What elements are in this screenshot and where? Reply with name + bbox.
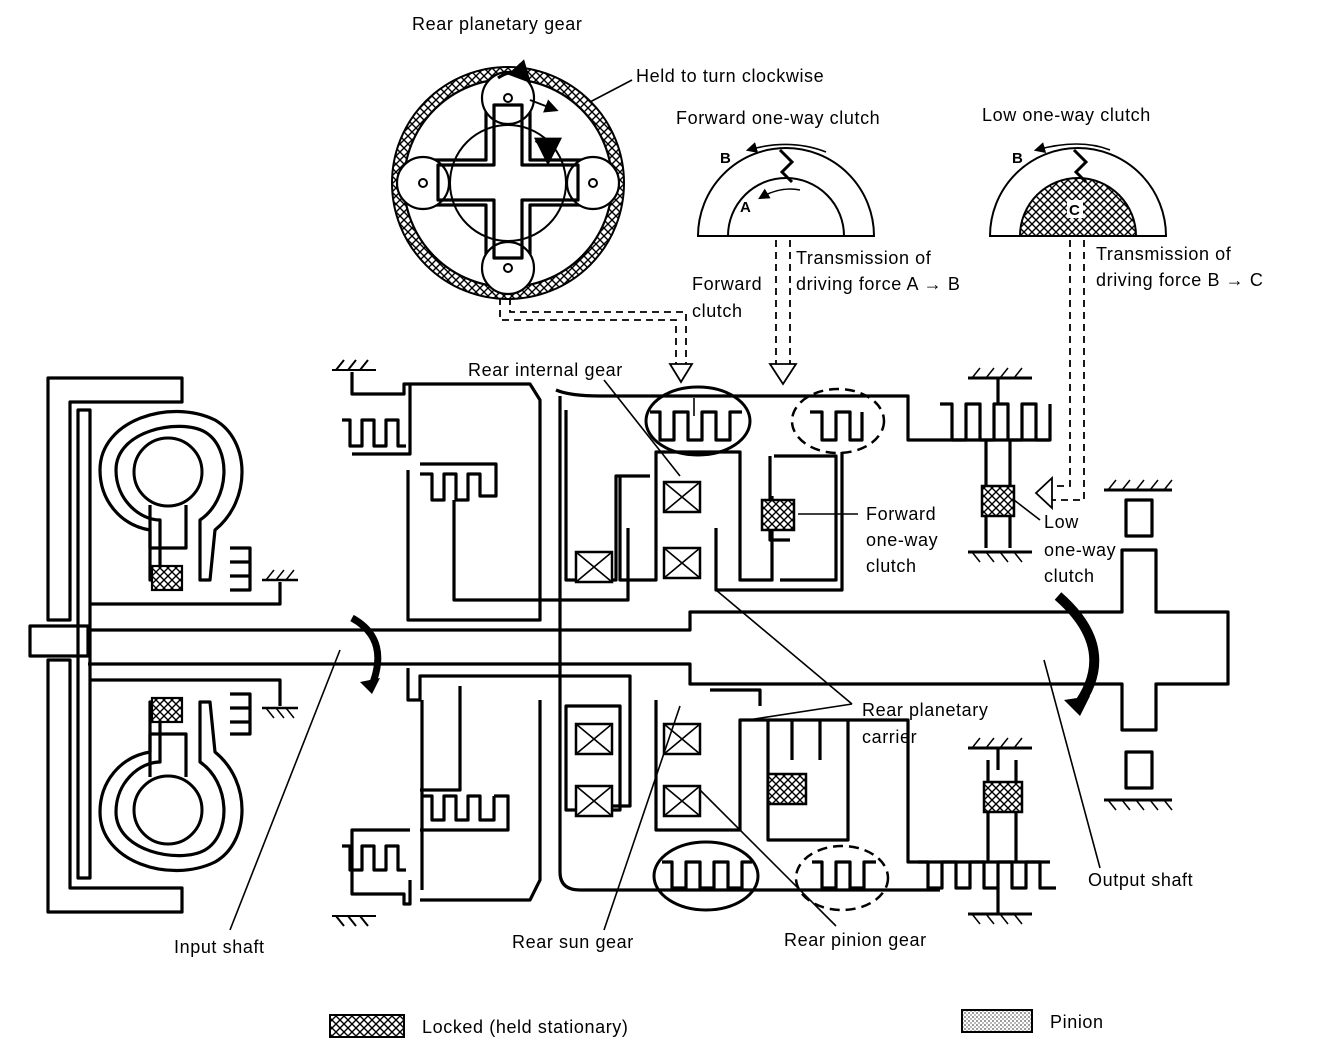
main-shaft [88, 479, 1230, 811]
transmission-ab-label-1: Transmission of [796, 248, 932, 268]
torque-converter [28, 376, 298, 914]
forward-owc-title: Forward one-way clutch [676, 108, 880, 128]
rear-planetary-carrier-label-2: carrier [862, 727, 917, 747]
legend-locked-swatch [329, 1014, 405, 1038]
rear-planetary-gear-inset [391, 59, 633, 300]
forward-owc-label-2: one-way [866, 530, 938, 550]
legend-pinion-swatch [961, 1009, 1033, 1033]
input-shaft-label: Input shaft [174, 937, 265, 957]
transmission-ab-label-2: driving force A → B [796, 274, 960, 294]
low-owc-title: Low one-way clutch [982, 105, 1151, 125]
forward-owc-letter-a: A [740, 199, 751, 216]
rear-internal-gear-label: Rear internal gear [468, 360, 623, 380]
forward-clutch-label-1: Forward [692, 274, 762, 294]
forward-owc-letter-b: B [720, 150, 731, 167]
output-shaft-label: Output shaft [1088, 870, 1193, 890]
forward-clutch-label-2: clutch [692, 301, 743, 321]
forward-owc-label-3: clutch [866, 556, 917, 576]
forward-one-way-clutch-inset [696, 142, 876, 237]
held-to-turn-label: Held to turn clockwise [636, 66, 824, 86]
legend-pinion-label: Pinion [1050, 1012, 1104, 1032]
leader-lines [229, 379, 1101, 931]
low-owc-letter-b: B [1012, 150, 1023, 167]
rear-pinion-gear-label: Rear pinion gear [784, 930, 927, 950]
low-owc-letter-c: C [1069, 202, 1080, 219]
forward-owc-label-1: Forward [866, 504, 936, 524]
flow-arrows [499, 240, 1085, 511]
transmission-bc-label-2: driving force B → C [1096, 270, 1263, 290]
low-owc-label-2: one-way [1044, 540, 1116, 560]
rear-planetary-gear-label: Rear planetary gear [412, 14, 583, 34]
transmission-bc-label-1: Transmission of [1096, 244, 1232, 264]
low-owc-label-1: Low [1044, 512, 1079, 532]
lower-gear-housing [332, 668, 1056, 927]
legend: Locked (held stationary) Pinion [329, 1009, 1104, 1038]
upper-gear-housing [332, 359, 1052, 892]
rear-planetary-carrier-label-1: Rear planetary [862, 700, 988, 720]
rear-sun-gear-label: Rear sun gear [512, 932, 634, 952]
legend-locked-label: Locked (held stationary) [422, 1017, 629, 1037]
low-owc-label-3: clutch [1044, 566, 1095, 586]
